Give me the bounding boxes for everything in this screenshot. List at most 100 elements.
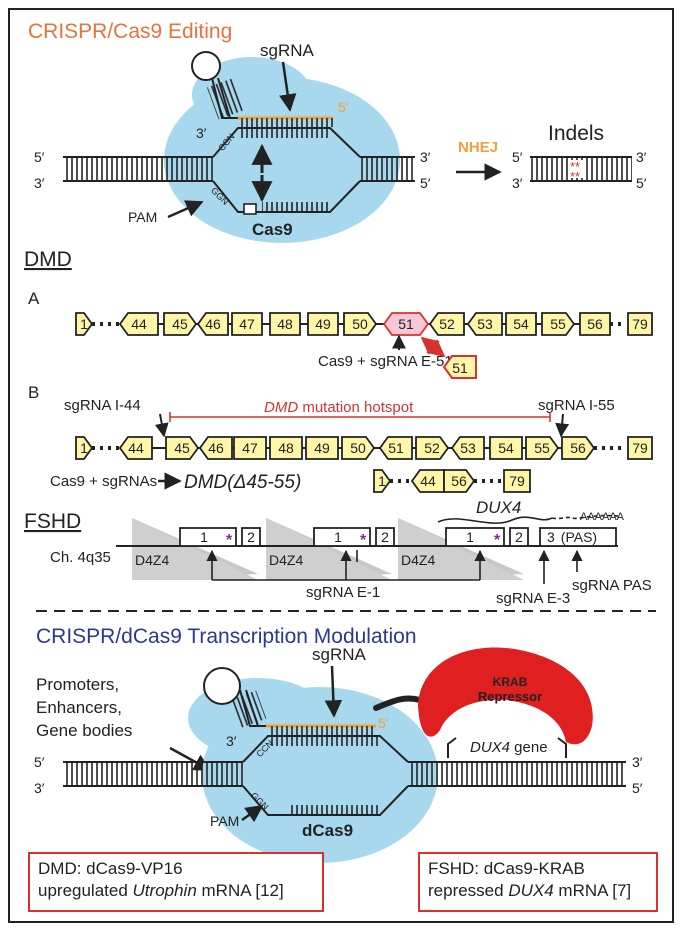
excised-exon-51: [442, 355, 477, 379]
exon-b-51: [378, 436, 413, 460]
exon-b-52-label: 52: [424, 440, 440, 456]
pam-label: PAM: [128, 209, 157, 225]
svg-text:2: 2: [381, 529, 389, 545]
svg-text:3′: 3′: [636, 149, 647, 165]
dmd-summary-box: DMD: dCas9-VP16 upregulated Utrophin mRN…: [28, 852, 324, 912]
polya-label: AAAAAA: [580, 511, 625, 523]
svg-text:1: 1: [200, 529, 208, 545]
exon-b-53-label: 53: [460, 440, 476, 456]
exon-b-45-label: 45: [174, 440, 190, 456]
exon-del-56: [443, 469, 476, 493]
exon3-label: 3(PAS): [547, 529, 597, 545]
exon1-box-1: [179, 527, 237, 547]
svg-text:3′: 3′: [34, 780, 45, 796]
exon-b-79: [627, 436, 653, 460]
krab-line2: Repressor: [478, 689, 542, 704]
exon-b-55: [525, 436, 560, 460]
exon-a-50-label: 50: [352, 316, 368, 332]
svg-text:3′: 3′: [512, 175, 523, 191]
sgrna-i55-label: sgRNA I-55: [538, 397, 615, 414]
dux4-gene-bracket: [447, 737, 567, 758]
exon-a-52: [428, 312, 465, 336]
svg-text:5′: 5′: [378, 715, 389, 731]
d4z4-label-2: D4Z4: [269, 552, 303, 568]
indel-marks-top: **: [570, 159, 580, 174]
dux4-transcript: [437, 516, 553, 524]
sgrna-i44-label: sgRNA I-44: [64, 397, 141, 414]
exon-b-47-label: 47: [242, 440, 258, 456]
fshd-summary-box: FSHD: dCas9-KRAB repressed DUX4 mRNA [7]: [418, 852, 658, 912]
exon-a-49-label: 49: [315, 316, 331, 332]
exon3-box: [539, 527, 617, 547]
exon-a-48: [269, 312, 301, 336]
svg-text:3′: 3′: [632, 754, 643, 770]
svg-text:5′: 5′: [632, 780, 643, 796]
exon-a-47-label: 47: [239, 316, 255, 332]
exon-b-49: [305, 436, 339, 460]
exon-a-79-label: 79: [632, 316, 648, 332]
exon-b-50-label: 50: [350, 440, 366, 456]
dux4-gene-label: DUX4 gene: [470, 739, 548, 756]
row-b-caption: Cas9 + sgRNAs: [50, 473, 157, 490]
dna-left-duplex: [63, 157, 213, 181]
exon-b-1-label: 1: [80, 440, 88, 456]
exon-a-44: [118, 312, 159, 336]
hotspot-label: DMD mutation hotspot: [264, 399, 414, 416]
exon-a-1: [75, 312, 94, 336]
exon-b-45: [165, 436, 200, 460]
dmd-heading: DMD: [24, 248, 72, 271]
mod-pam-label: PAM: [210, 813, 239, 829]
nhej-label: NHEJ: [458, 139, 498, 156]
row-a-label: A: [28, 289, 40, 308]
sgrna-e3-label: sgRNA E-3: [496, 590, 570, 607]
exon1-box-2: [313, 527, 371, 547]
exon-b-54-label: 54: [498, 440, 514, 456]
exon-b-53: [450, 436, 485, 460]
exon-del-1: [373, 469, 392, 493]
exon-del-79-label: 79: [509, 473, 525, 489]
dna-right-duplex: [360, 157, 415, 181]
exon-a-56: [579, 312, 611, 336]
exon-b-48: [269, 436, 303, 460]
sgrna-site-star-2: *: [360, 532, 367, 549]
exon-a-47: [231, 312, 263, 336]
svg-text:2: 2: [515, 529, 523, 545]
svg-text:5′: 5′: [34, 754, 45, 770]
exon-a-53: [466, 312, 503, 336]
krab-line1: KRAB: [493, 675, 528, 689]
exon-a-45-label: 45: [172, 316, 188, 332]
exon-a-56-label: 56: [587, 316, 603, 332]
section-crispr-modulation: CRISPR/dCas9 Transcription Modulation Pr…: [34, 625, 643, 863]
exon-b-44-label: 44: [128, 440, 144, 456]
row-a-caption: Cas9 + sgRNA E-51: [318, 353, 453, 370]
sgrna-site-star-3: *: [494, 532, 501, 549]
exon-b-79-label: 79: [632, 440, 648, 456]
target-enhancers: Enhancers,: [36, 698, 122, 717]
svg-text:1: 1: [466, 529, 474, 545]
sgrna-site-star-1: *: [226, 532, 233, 549]
dmd-deletion-result: DMD(Δ45-55): [184, 472, 301, 493]
exon-a-52-label: 52: [439, 316, 455, 332]
mod-sgrna-label: sgRNA: [312, 645, 367, 664]
exon-a-79: [627, 312, 653, 336]
figure-frame: [8, 8, 674, 923]
svg-text:3′: 3′: [34, 175, 45, 191]
target-promoters: Promoters,: [36, 675, 119, 694]
section-crispr-editing: CRISPR/Cas9 Editing 5′ sgRNA 3′ CCN GGN …: [28, 20, 647, 243]
sgrna-guide-5prime: 5′: [338, 99, 349, 115]
exon-a-51-label: 51: [398, 316, 414, 332]
dcas9-label: dCas9: [302, 821, 353, 840]
exon-a-50: [343, 312, 378, 336]
exon-b-44: [118, 436, 153, 460]
exon1-box-3: [445, 527, 505, 547]
krab-repressor: [418, 647, 593, 745]
exon-b-52: [415, 436, 450, 460]
exon-a-55: [541, 312, 576, 336]
d4z4-label-3: D4Z4: [401, 552, 435, 568]
